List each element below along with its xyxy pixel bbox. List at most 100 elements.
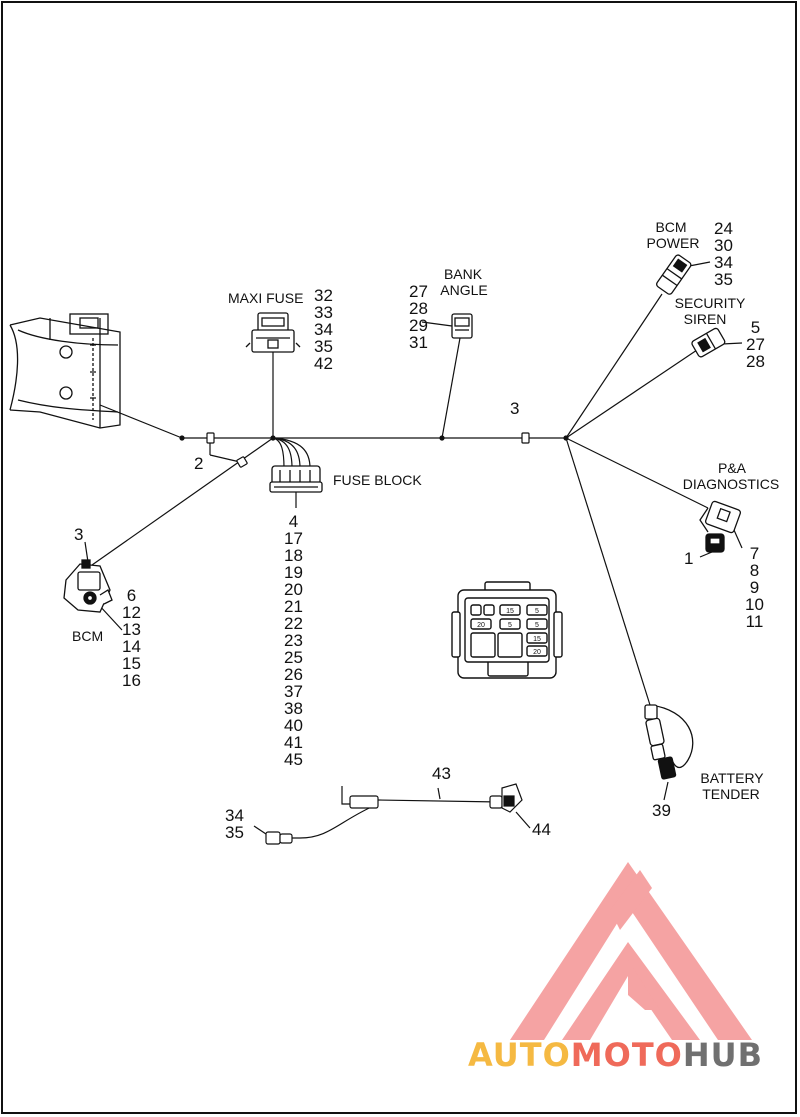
callout-number: 35 bbox=[314, 337, 333, 356]
callout-number: 10 bbox=[745, 595, 764, 614]
bank-angle-connector-icon bbox=[451, 313, 473, 339]
callout-number: 20 bbox=[284, 580, 303, 599]
callout-number: 34 bbox=[225, 806, 244, 825]
callout-number: 22 bbox=[284, 614, 303, 633]
callout-number: 34 bbox=[314, 320, 333, 339]
callout-number: 25 bbox=[284, 648, 303, 667]
watermark-text: AUTOMOTOHUB bbox=[468, 1036, 763, 1074]
harness-branch-pa-diagnostics bbox=[565, 437, 709, 509]
callout-number: 28 bbox=[746, 352, 765, 371]
maxi-fuse-label: MAXI FUSE bbox=[228, 290, 304, 306]
callout-number: 5 bbox=[750, 318, 761, 337]
battery-tender-connector-icon bbox=[644, 704, 694, 780]
battery-tender-callout: 39 bbox=[652, 801, 671, 820]
pa-diagnostics-connector-icon bbox=[699, 500, 742, 553]
clip-callout-left: 2 bbox=[194, 454, 204, 473]
callout-number: 4 bbox=[288, 512, 299, 531]
callout-number: 31 bbox=[409, 333, 428, 352]
callout-number: 16 bbox=[122, 671, 141, 690]
maxi-fuse-callouts: 32 33 34 35 42 bbox=[314, 287, 333, 372]
callout-number: 23 bbox=[284, 631, 303, 650]
watermark-part-3: HUB bbox=[682, 1036, 764, 1074]
frame-bracket-icon bbox=[9, 313, 121, 429]
bcm-callouts: 6 12 13 14 15 16 bbox=[122, 587, 141, 689]
bcm-power-label-line2: POWER bbox=[646, 235, 700, 251]
callout-number: 8 bbox=[749, 561, 760, 580]
callout-number: 15 bbox=[122, 654, 141, 673]
bank-angle-label-line1: BANK bbox=[443, 266, 483, 282]
pa-diagnostics-label-line1: P&A bbox=[717, 460, 747, 476]
watermark-part-1: AUTO bbox=[468, 1036, 571, 1074]
callout-number: 9 bbox=[749, 578, 760, 597]
callout-number: 45 bbox=[284, 750, 303, 769]
splice-dot bbox=[439, 435, 445, 441]
callout-number: 40 bbox=[284, 716, 303, 735]
security-siren-label-line1: SECURITY bbox=[674, 295, 746, 311]
callout-number: 6 bbox=[126, 586, 137, 605]
cable-clip-icon bbox=[206, 432, 530, 468]
fuse-block-callouts: 4 17 18 19 20 21 22 23 25 26 37 38 40 41… bbox=[284, 513, 303, 768]
callout-number: 24 bbox=[714, 219, 733, 238]
pa-diagnostics-callouts: 7 8 9 10 11 bbox=[745, 545, 764, 630]
callout-number: 27 bbox=[746, 335, 765, 354]
security-siren-callouts: 5 27 28 bbox=[746, 319, 765, 370]
harness-branch-frame bbox=[99, 404, 183, 439]
callout-number: 7 bbox=[749, 544, 760, 563]
callout-number: 18 bbox=[284, 546, 303, 565]
callout-number: 17 bbox=[284, 529, 303, 548]
callout-number: 42 bbox=[314, 354, 333, 373]
callout-number: 34 bbox=[714, 253, 733, 272]
harness-branch-bcm-power bbox=[565, 293, 663, 439]
callout-number: 38 bbox=[284, 699, 303, 718]
callout-number: 35 bbox=[225, 823, 244, 842]
bcm-power-callouts: 24 30 34 35 bbox=[714, 220, 733, 288]
callout-number: 19 bbox=[284, 563, 303, 582]
callout-number: 33 bbox=[314, 303, 333, 322]
fuse-block-wire bbox=[272, 437, 301, 469]
fuse-panel-icon bbox=[451, 581, 563, 679]
callout-number: 29 bbox=[409, 316, 428, 335]
callout-number: 13 bbox=[122, 620, 141, 639]
callout-number: 30 bbox=[714, 236, 733, 255]
bcm-callout-top: 3 bbox=[74, 525, 84, 544]
pa-diagnostics-label-line2: DIAGNOSTICS bbox=[682, 476, 780, 492]
accessory-cable-icon bbox=[265, 783, 523, 845]
cable-callouts-left: 34 35 bbox=[225, 807, 244, 841]
bank-angle-callouts: 27 28 29 31 bbox=[409, 283, 428, 351]
fuse-block-connector-icon bbox=[269, 465, 323, 493]
callout-number: 14 bbox=[122, 637, 141, 656]
callout-number: 28 bbox=[409, 299, 428, 318]
fuse-block-label: FUSE BLOCK bbox=[333, 472, 422, 488]
splice-dot bbox=[270, 435, 276, 441]
security-siren-label-line2: SIREN bbox=[683, 311, 727, 327]
harness-branch-security-siren bbox=[565, 347, 701, 439]
harness-branch-battery-tender bbox=[565, 437, 651, 706]
battery-tender-label-line1: BATTERY bbox=[700, 770, 764, 786]
callout-number: 41 bbox=[284, 733, 303, 752]
bcm-label: BCM bbox=[72, 628, 104, 644]
security-siren-connector-icon bbox=[691, 327, 726, 358]
maxi-fuse-connector-icon bbox=[245, 312, 301, 353]
callout-number: 12 bbox=[122, 603, 141, 622]
cable-callout-top: 43 bbox=[432, 764, 451, 783]
clip-callout-right: 3 bbox=[510, 399, 520, 418]
pa-diagnostics-callout-left: 1 bbox=[684, 549, 694, 568]
callout-number: 32 bbox=[314, 286, 333, 305]
bcm-module-icon bbox=[63, 559, 113, 613]
bcm-power-connector-icon bbox=[656, 254, 692, 295]
harness-branch-bcm bbox=[91, 437, 274, 566]
watermark-part-2: MOTO bbox=[570, 1036, 683, 1074]
callout-number: 35 bbox=[714, 270, 733, 289]
cable-callout-end: 44 bbox=[532, 820, 551, 839]
callout-number: 26 bbox=[284, 665, 303, 684]
callout-number: 37 bbox=[284, 682, 303, 701]
harness-branch-bank-angle bbox=[441, 337, 461, 439]
watermark-logo-icon bbox=[510, 862, 752, 1040]
callout-number: 27 bbox=[409, 282, 428, 301]
bank-angle-label-line2: ANGLE bbox=[440, 282, 488, 298]
bcm-power-label-line1: BCM bbox=[655, 219, 687, 235]
battery-tender-label-line2: TENDER bbox=[702, 786, 760, 802]
callout-number: 21 bbox=[284, 597, 303, 616]
